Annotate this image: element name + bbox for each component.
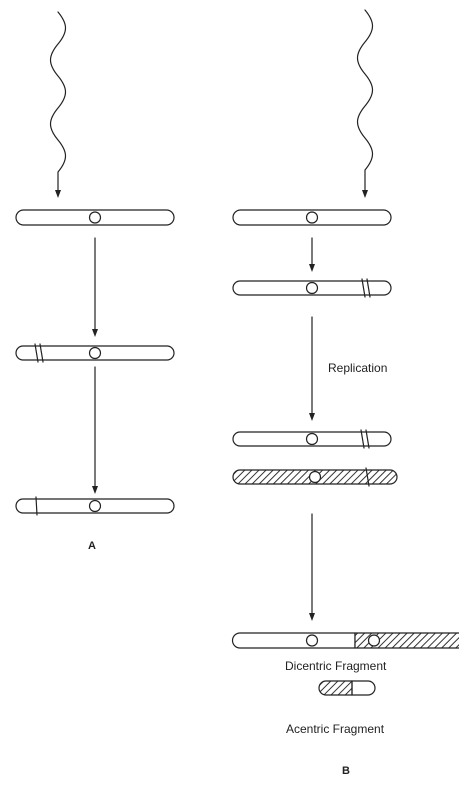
lesion-mark-a2: [35, 344, 43, 362]
radiation-wave-b: [358, 10, 373, 194]
chromosome-b3: [233, 430, 391, 448]
radiation-wave-a: [51, 12, 66, 194]
chromosome-a1: [16, 210, 174, 225]
chromosome-b2: [233, 279, 391, 297]
dicentric-fragment-label: Dicentric Fragment: [285, 659, 386, 673]
lesion-mark-a3: [36, 497, 37, 515]
panel-a-label: A: [88, 540, 96, 552]
lesion-mark-b3: [361, 430, 369, 448]
chromosome-a3: [16, 497, 174, 515]
acentric-fragment: [319, 681, 375, 695]
replication-label: Replication: [328, 361, 387, 375]
panel-b-label: B: [342, 765, 350, 777]
acentric-fragment-label: Acentric Fragment: [286, 722, 384, 736]
chromosome-a2: [16, 344, 174, 362]
chromosome-b4-hatched: [233, 468, 397, 486]
lesion-mark-b2: [362, 279, 370, 297]
dicentric-chromosome: [233, 633, 459, 648]
chromosome-b1: [233, 210, 391, 225]
